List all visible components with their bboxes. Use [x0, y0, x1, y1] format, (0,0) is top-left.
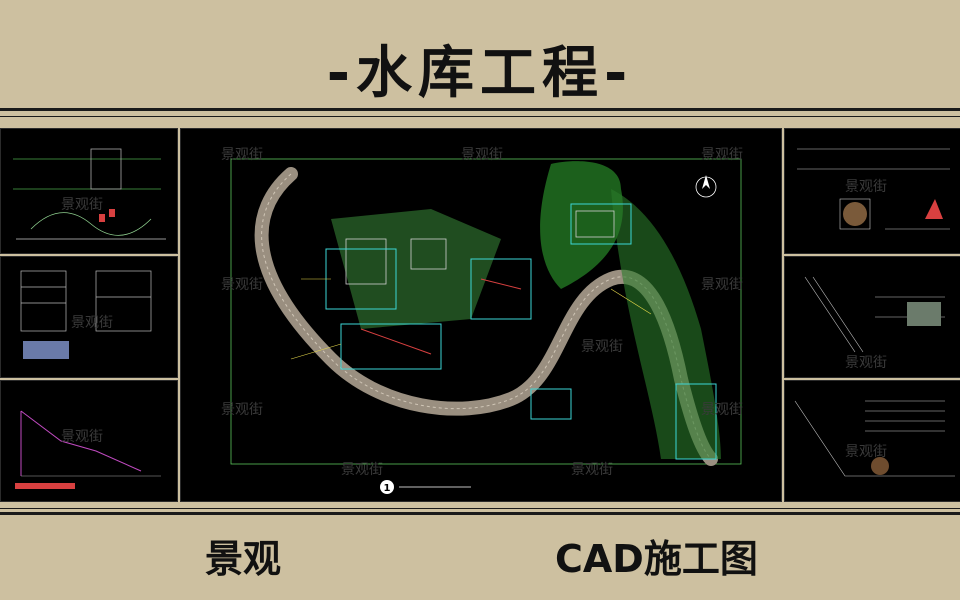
watermark: 景观街: [581, 339, 623, 355]
bottom-rule-thick: [0, 512, 960, 515]
page-title: -水库工程-: [326, 41, 634, 106]
watermark: 景观街: [221, 147, 263, 163]
watermark: 景观街: [61, 429, 103, 445]
thumbnail-slope-profile[interactable]: 景观街: [0, 380, 178, 502]
section-drawing-svg: 景观街: [20, 270, 152, 359]
elevation-drawing-svg: 景观街: [13, 148, 166, 240]
plan-number: 1: [384, 483, 391, 494]
site-plan-svg: 1 景观街 景观街 景观街 景观街 景观街 景观街 景观街 景观街 景观街 景观…: [221, 147, 743, 494]
watermark: 景观街: [701, 402, 743, 418]
watermark: 景观街: [221, 402, 263, 418]
watermark: 景观街: [701, 277, 743, 293]
thumbnail-stair-detail[interactable]: 景观街: [784, 256, 960, 378]
watermark: 景观街: [61, 197, 103, 213]
bottom-rule-thin: [0, 508, 960, 509]
wall-elevation-svg: 景观街: [797, 148, 950, 230]
top-rule-thin: [0, 116, 960, 117]
watermark: 景观街: [845, 179, 887, 195]
main-site-plan[interactable]: 1 景观街 景观街 景观街 景观街 景观街 景观街 景观街 景观街 景观街 景观…: [180, 128, 782, 502]
thumbnail-section-drawing[interactable]: 景观街: [0, 256, 178, 378]
thumbnail-retaining-wall-section[interactable]: 景观街: [784, 380, 960, 502]
slope-profile-svg: 景观街: [15, 410, 161, 489]
watermark: 景观街: [461, 147, 503, 163]
watermark: 景观街: [701, 147, 743, 163]
watermark: 景观街: [341, 462, 383, 478]
retaining-wall-svg: 景观街: [794, 400, 955, 477]
watermark: 景观街: [221, 277, 263, 293]
top-rule-thick: [0, 108, 960, 111]
watermark: 景观街: [71, 315, 113, 331]
caption-landscape: 景观: [205, 537, 282, 581]
thumbnail-wall-elevation[interactable]: 景观街: [784, 128, 960, 254]
watermark: 景观街: [845, 355, 887, 371]
caption-cad-drawings: CAD施工图: [555, 537, 758, 581]
stair-detail-svg: 景观街: [804, 276, 945, 371]
watermark: 景观街: [845, 444, 887, 460]
thumbnail-elevation-drawing[interactable]: 景观街: [0, 128, 178, 254]
watermark: 景观街: [571, 462, 613, 478]
